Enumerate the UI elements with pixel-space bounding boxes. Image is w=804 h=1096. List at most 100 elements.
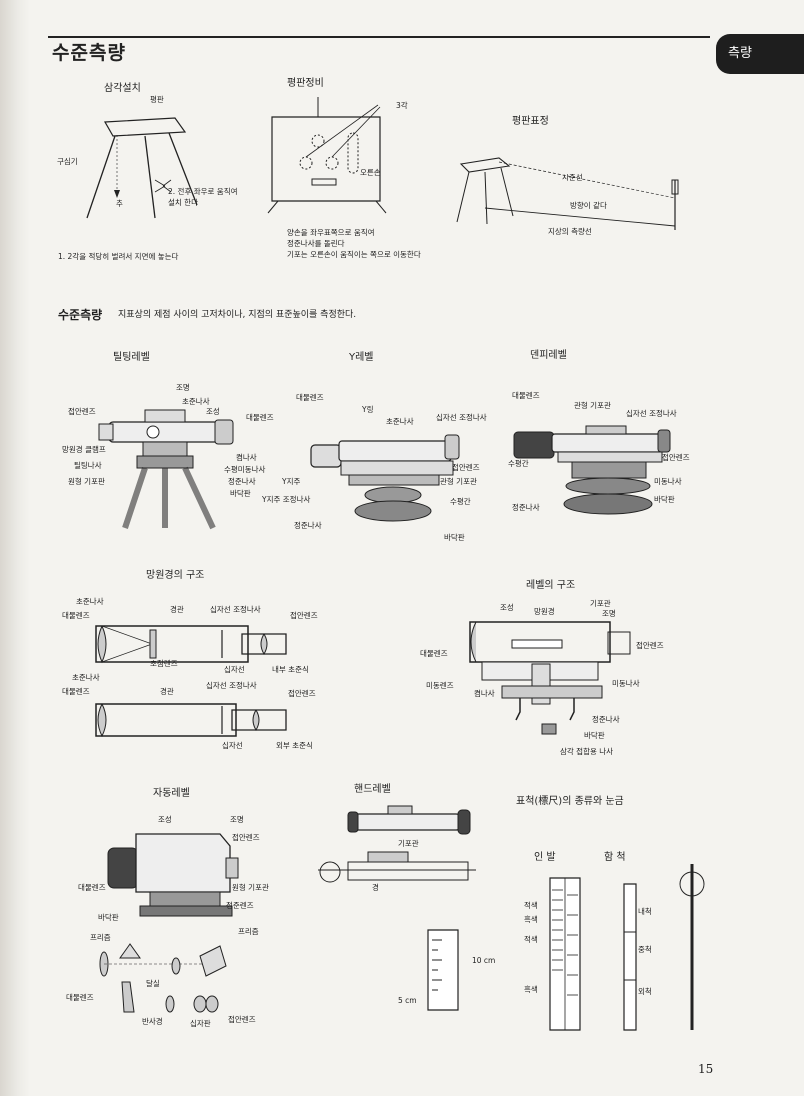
auto-label-10: 대물렌즈	[66, 993, 94, 1002]
tel-int-caption: 내부 초준식	[272, 665, 309, 674]
auto-label-1: 조명	[230, 815, 244, 824]
staff-label-2: 적색	[524, 935, 538, 944]
staff-label-1: 흑색	[524, 915, 538, 924]
tel-int-label-3: 십자선 조정나사	[210, 605, 261, 614]
y-label-1: Y링	[362, 405, 374, 414]
level-structure-drawing	[462, 612, 637, 737]
staff-label-0: 적색	[524, 901, 538, 910]
y-label-2: 초준나사	[386, 417, 414, 426]
tilting-level-drawing	[95, 390, 240, 530]
level-label-2: 기포관	[590, 599, 611, 608]
label-three-legs: 3각	[396, 101, 408, 110]
level-label-3: 조명	[602, 609, 616, 618]
y-label-6: 수평간	[450, 497, 471, 506]
plane-table-leveling-drawing	[268, 95, 388, 225]
staff-label-5: 중척	[638, 945, 652, 954]
note-step2: 2. 전후 좌우로 움직여 설치 한다	[168, 187, 238, 207]
tilting-label-5: 망원경 클램프	[62, 445, 106, 454]
level-label-7: 켬나사	[474, 689, 495, 698]
dumpy-label-7: 정준나사	[512, 503, 540, 512]
level-label-1: 망원경	[534, 607, 555, 616]
label-sight-line: 시준선	[562, 173, 583, 182]
tilting-label-3: 대물렌즈	[246, 413, 274, 422]
tilting-level-title: 틸팅레벨	[113, 352, 150, 363]
label-right-hand: 오른손	[360, 168, 381, 177]
level-label-9: 정준나사	[592, 715, 620, 724]
leveling-heading: 수준측량	[58, 308, 103, 322]
page-number: 15	[698, 1062, 714, 1076]
label-plumb: 추	[116, 199, 123, 208]
plane-table-leveling-title: 평판정비	[287, 78, 324, 89]
telescope-structure-title: 망원경의 구조	[146, 570, 205, 581]
y-label-7: Y지주	[282, 477, 301, 486]
header-rule	[48, 36, 710, 38]
note-leveling: 양손을 좌우표쪽으로 움직여 정준나사를 돌린다 기포는 오른손이 움직이는 쪽…	[287, 228, 421, 259]
hand-level-label-0: 기포관	[398, 839, 419, 848]
y-label-0: 대물렌즈	[296, 393, 324, 402]
tel-ext-label-5: 십자선	[222, 741, 243, 750]
tel-int-label-4: 접안렌즈	[290, 611, 318, 620]
tel-int-label-0: 초준나사	[76, 597, 104, 606]
tilting-label-10: 정준나사	[228, 477, 256, 486]
automatic-level-optics-drawing	[96, 932, 236, 1022]
tel-int-label-6: 십자선	[224, 665, 245, 674]
level-label-5: 대물렌즈	[420, 649, 448, 658]
plane-table-marking-drawing	[455, 150, 685, 235]
y-level-drawing	[305, 425, 465, 530]
tilting-label-7: 원형 기포판	[68, 477, 105, 486]
y-label-8: Y지주 조정나사	[262, 495, 311, 504]
auto-label-3: 대물렌즈	[78, 883, 106, 892]
label-alidade: 구심기	[57, 157, 78, 166]
auto-label-9: 달실	[146, 979, 160, 988]
auto-label-4: 원형 기포관	[232, 883, 269, 892]
staff-label-4: 내척	[638, 907, 652, 916]
auto-label-11: 반사경	[142, 1017, 163, 1026]
auto-label-7: 프리즘	[90, 933, 111, 942]
level-label-8: 미동나사	[612, 679, 640, 688]
note-step1: 1. 2각을 적당히 벌려서 지면에 놓는다	[58, 252, 179, 261]
staff-type-1: 함 척	[604, 852, 626, 863]
auto-label-8: 프리즘	[238, 927, 259, 936]
label-ground-line: 지상의 측량선	[548, 227, 592, 236]
tilting-label-2: 조성	[206, 407, 220, 416]
dumpy-label-2: 십자선 조정나사	[626, 409, 677, 418]
level-label-10: 바닥판	[584, 731, 605, 740]
tilting-label-9: 수평미동나사	[224, 465, 266, 474]
label-table: 평판	[150, 95, 164, 104]
auto-label-6: 바닥판	[98, 913, 119, 922]
staff-label-3: 흑색	[524, 985, 538, 994]
y-label-10: 바닥판	[444, 533, 465, 542]
level-label-11: 삼각 접합용 나사	[560, 747, 614, 756]
dumpy-level-title: 덴피레벨	[530, 350, 567, 361]
telescope-external-drawing	[92, 700, 292, 740]
tilting-label-4: 접안렌즈	[68, 407, 96, 416]
level-structure-title: 레벨의 구조	[526, 580, 576, 591]
staff-title: 표척(標尺)의 종류와 눈금	[516, 796, 624, 807]
hand-level-drawing	[318, 800, 478, 895]
dumpy-label-0: 대물렌즈	[512, 391, 540, 400]
auto-label-5: 정준렌즈	[226, 901, 254, 910]
tilting-label-1: 초준나사	[182, 397, 210, 406]
page-title: 수준측량	[52, 42, 126, 64]
staff-label-6: 외척	[638, 987, 652, 996]
auto-label-2: 접안렌즈	[232, 833, 260, 842]
tel-ext-label-2: 경관	[160, 687, 174, 696]
y-label-4: 접안렌즈	[452, 463, 480, 472]
staff-scale-10: 10 cm	[472, 956, 496, 965]
tel-ext-label-3: 십자선 조정나사	[206, 681, 257, 690]
auto-label-13: 접안렌즈	[228, 1015, 256, 1024]
y-label-9: 정준나사	[294, 521, 322, 530]
tel-int-label-1: 대물렌즈	[62, 611, 90, 620]
plane-table-setup-title: 삼각설치	[104, 83, 141, 94]
dumpy-level-drawing	[510, 420, 675, 520]
label-equal-direction: 방향이 같다	[570, 201, 607, 210]
tilting-label-11: 바닥판	[230, 489, 251, 498]
section-tab[interactable]: 측량	[716, 34, 804, 74]
automatic-level-drawing	[100, 820, 240, 920]
staff-type-0: 인 발	[534, 852, 556, 863]
tel-ext-label-0: 초준나사	[72, 673, 100, 682]
y-label-3: 십자선 조정나사	[436, 413, 487, 422]
staff-scale-5: 5 cm	[398, 996, 417, 1005]
level-label-0: 조성	[500, 603, 514, 612]
telescope-internal-drawing	[92, 622, 292, 666]
